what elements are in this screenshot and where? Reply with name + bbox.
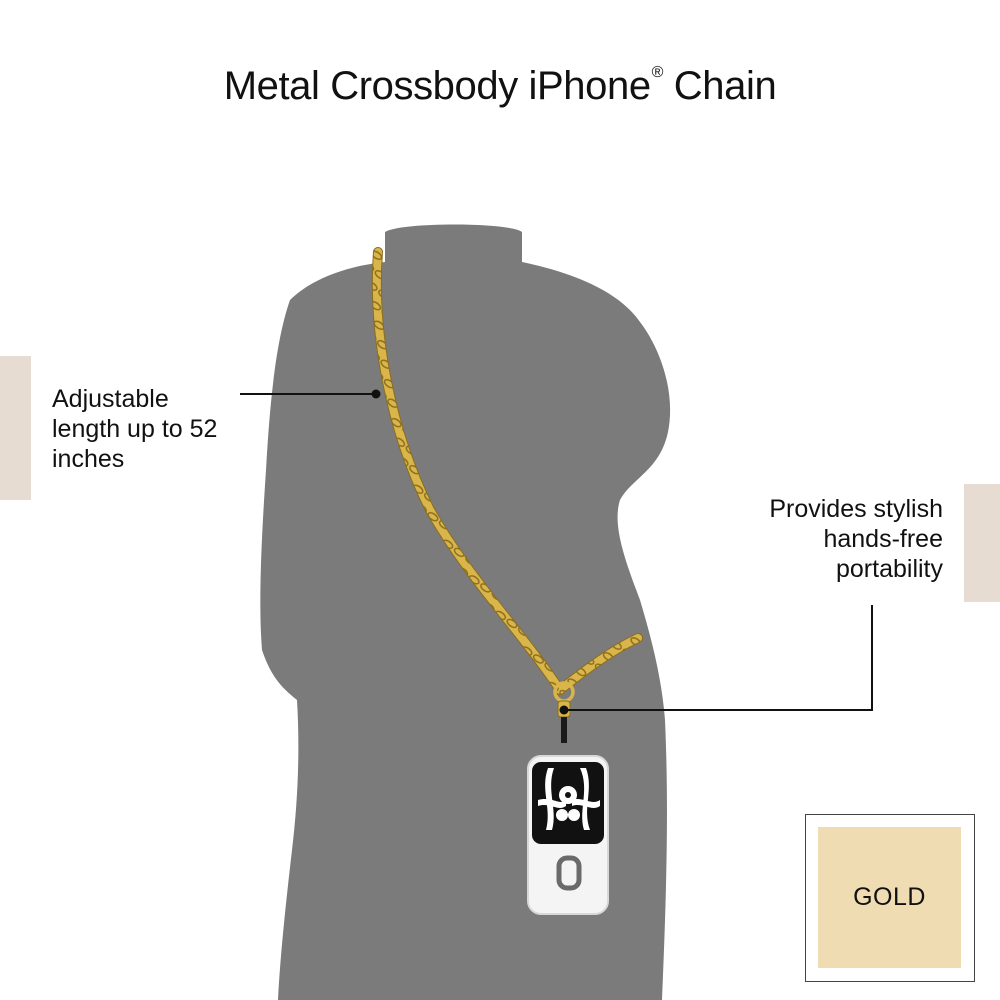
left-accent-tab bbox=[0, 356, 31, 500]
zebra-print-icon bbox=[538, 768, 600, 830]
title-main: Metal Crossbody iPhone bbox=[223, 64, 651, 108]
right-accent-tab bbox=[964, 484, 1000, 602]
gold-chain-icon bbox=[371, 247, 643, 743]
left-callout-dot bbox=[371, 389, 381, 399]
right-callout-line bbox=[564, 605, 873, 711]
hands-free-callout: Provides stylish hands-free portability bbox=[769, 495, 943, 583]
page-title: Metal Crossbody iPhone® Chain bbox=[0, 64, 1000, 109]
color-swatch-frame[interactable]: GOLD bbox=[805, 814, 975, 982]
title-suffix: Chain bbox=[663, 64, 777, 108]
swatch-label: GOLD bbox=[853, 883, 926, 911]
adjustable-length-callout: Adjustable length up to 52 inches bbox=[52, 385, 218, 473]
registered-mark: ® bbox=[651, 64, 664, 81]
right-callout-dot bbox=[559, 705, 569, 715]
color-swatch-gold[interactable]: GOLD bbox=[818, 827, 961, 968]
phone-case-icon bbox=[527, 755, 609, 915]
